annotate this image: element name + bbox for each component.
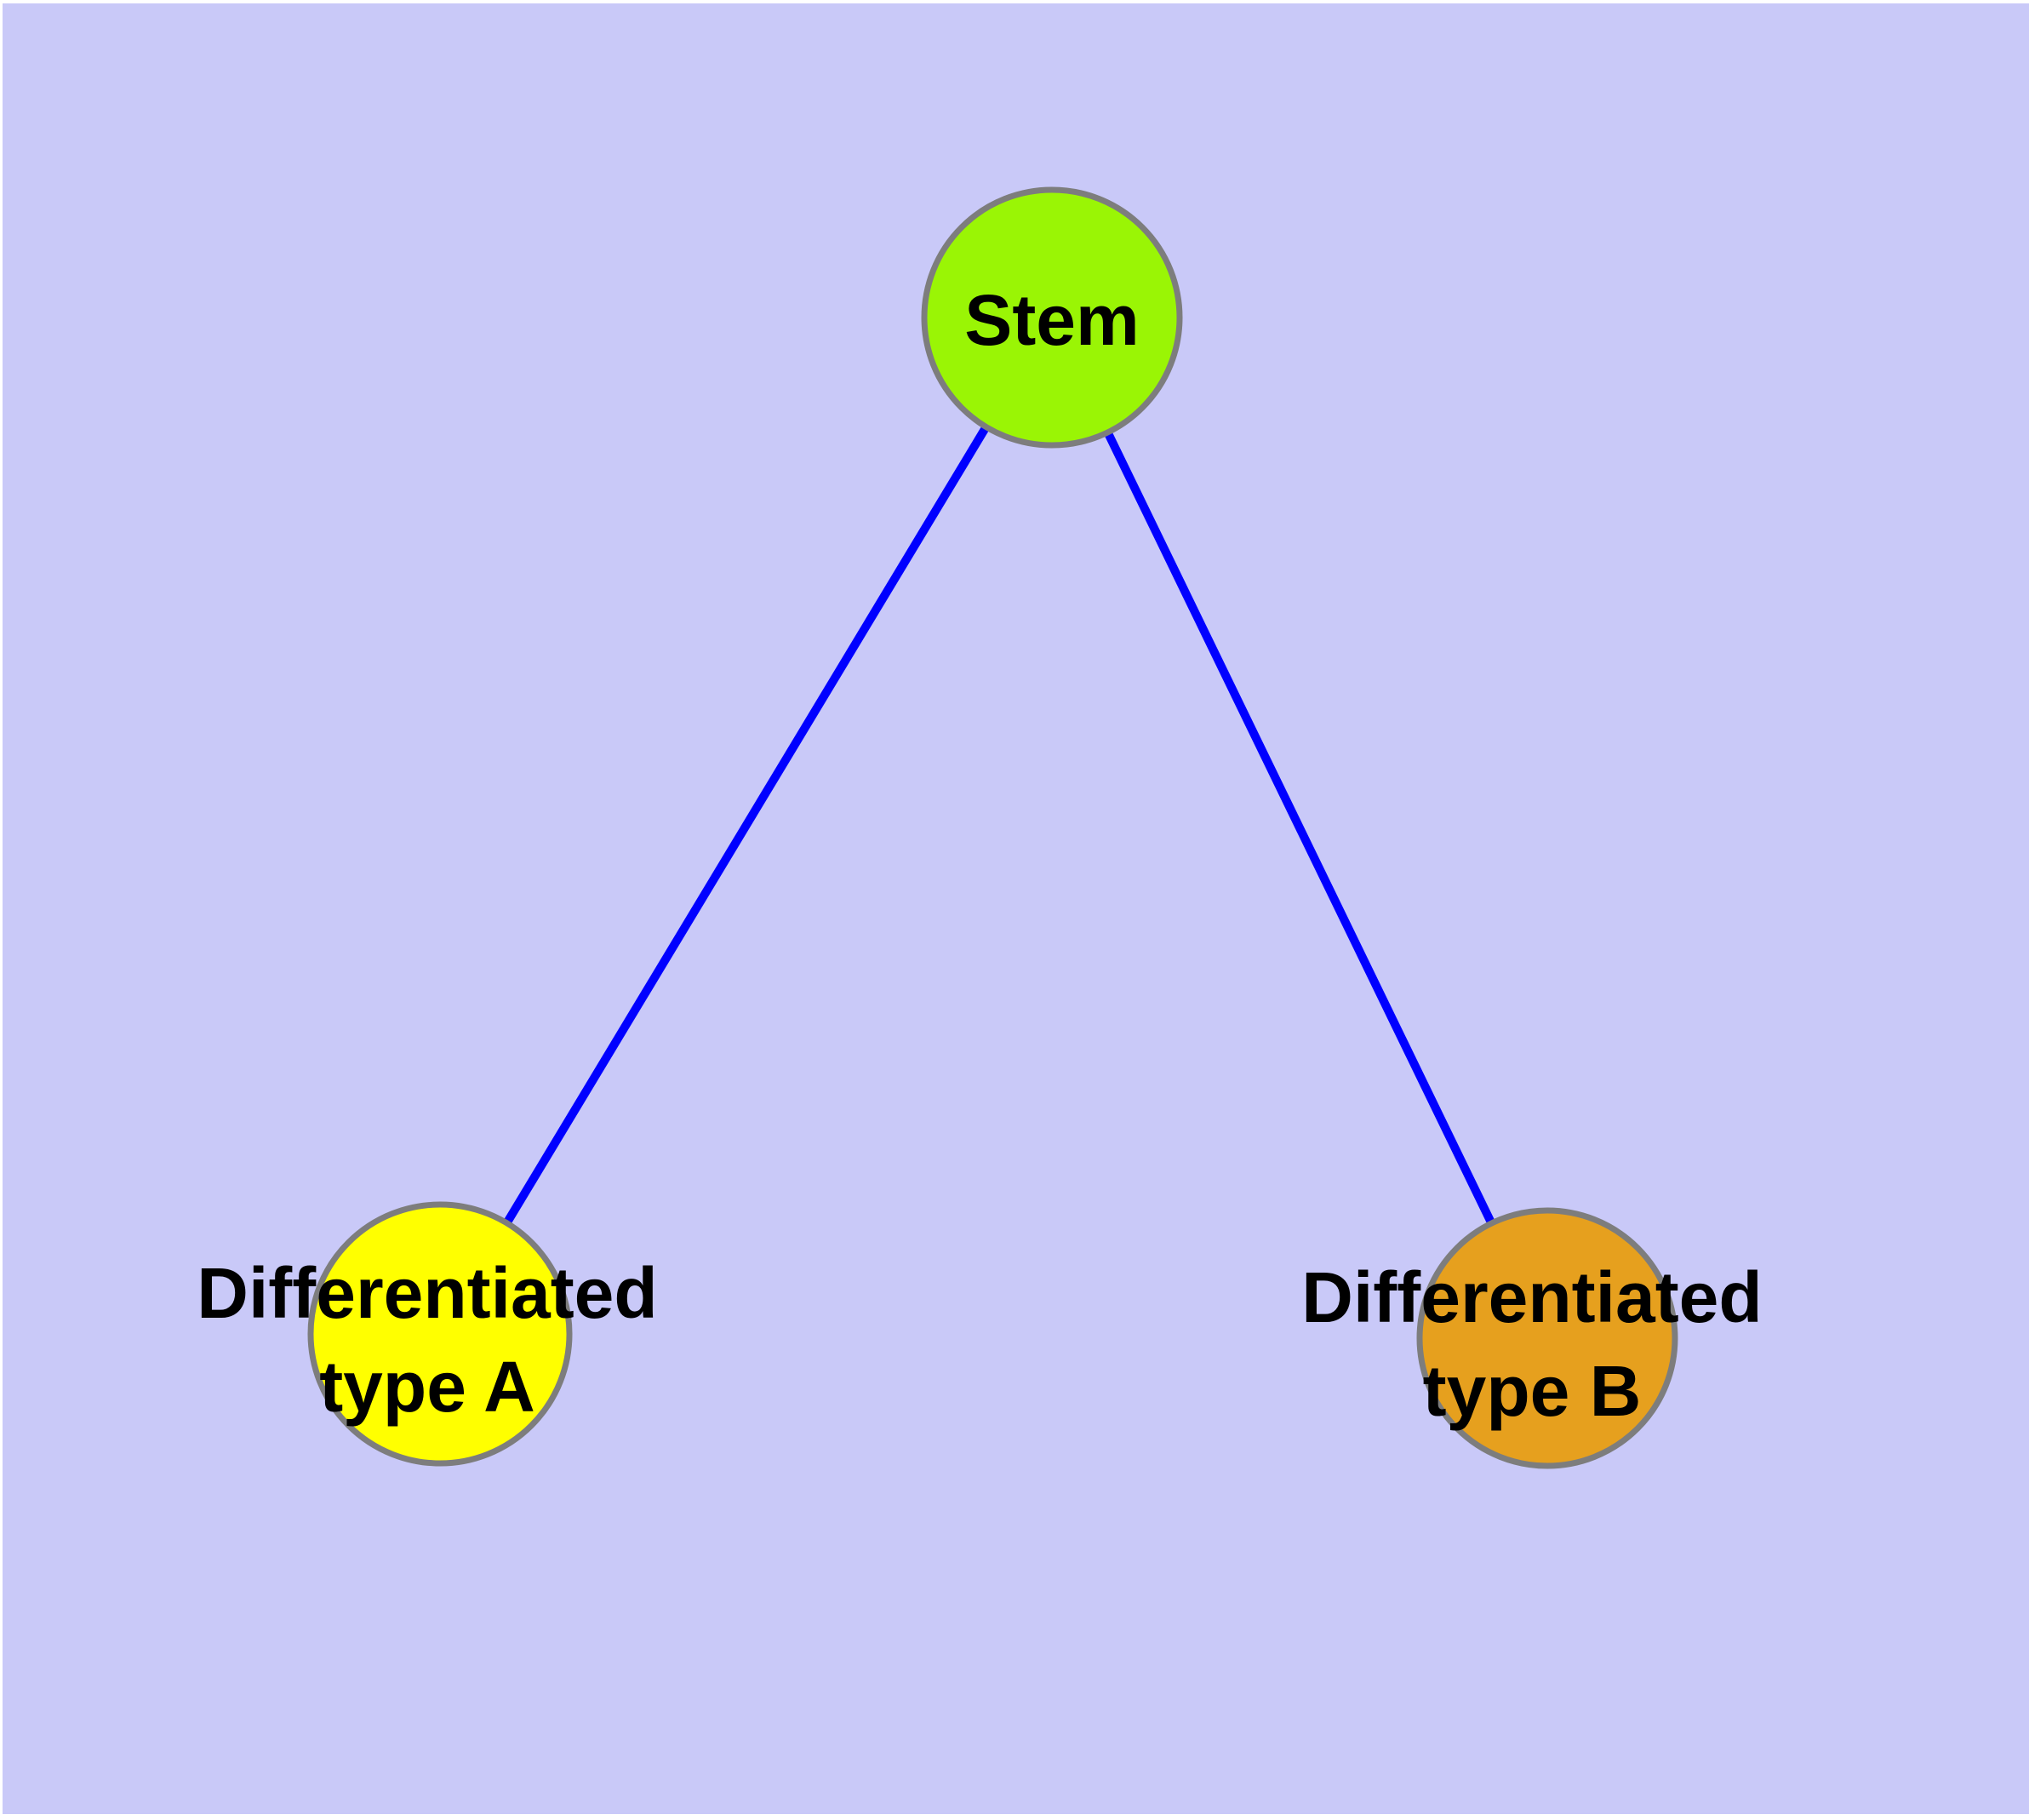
node-type-a-label-line1: Differentiated xyxy=(197,1253,657,1333)
node-stem-circle xyxy=(921,186,1183,449)
node-type-a-circle xyxy=(307,1201,573,1467)
node-type-b-label-line1: Differentiated xyxy=(1301,1257,1762,1337)
node-stem-label: Stem xyxy=(964,280,1139,360)
node-type-b-circle xyxy=(1416,1207,1678,1469)
node-type-b-label-line2: type B xyxy=(1423,1351,1642,1431)
node-type-a-label-line2: type A xyxy=(319,1347,535,1427)
edge-stem-to-type-b xyxy=(1048,315,1552,1341)
edge-stem-to-type-a xyxy=(436,315,1056,1336)
